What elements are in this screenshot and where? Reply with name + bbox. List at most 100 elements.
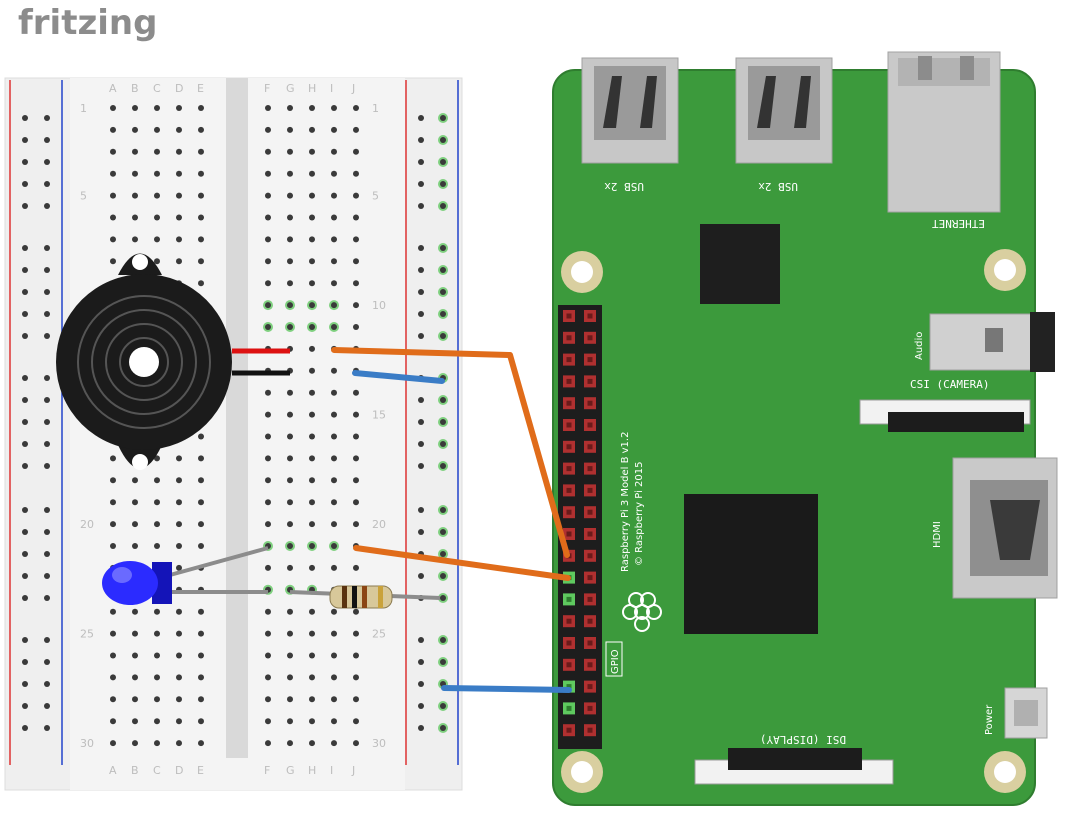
breadboard-hole xyxy=(198,214,204,221)
breadboard-hole xyxy=(287,236,293,243)
breadboard-hole xyxy=(198,740,204,747)
breadboard-hole xyxy=(265,105,271,111)
breadboard-hole xyxy=(287,499,293,506)
breadboard-hole xyxy=(287,258,293,265)
gpio-pin-center xyxy=(587,509,593,515)
breadboard-hole xyxy=(353,499,359,506)
breadboard-hole xyxy=(353,236,359,243)
hdmi-label: HDMI xyxy=(932,521,943,548)
breadboard-hole xyxy=(198,258,204,265)
breadboard-hole xyxy=(287,192,293,199)
rail-hole xyxy=(44,137,50,143)
breadboard-hole xyxy=(309,652,315,659)
breadboard-hole xyxy=(132,630,138,637)
breadboard-hole xyxy=(309,499,315,506)
breadboard-hole xyxy=(132,105,138,111)
breadboard-hole xyxy=(265,302,271,309)
rail-hole xyxy=(22,507,28,513)
breadboard-hole xyxy=(154,718,160,725)
rail-hole xyxy=(440,463,446,469)
breadboard-hole xyxy=(265,324,271,330)
gpio-pin-center xyxy=(587,575,593,581)
breadboard-hole xyxy=(309,324,315,330)
rail-hole xyxy=(44,507,50,513)
gpio-pin-center xyxy=(566,444,572,450)
rail-hole xyxy=(22,181,28,187)
breadboard-hole xyxy=(309,302,315,309)
breadboard-hole xyxy=(353,170,359,177)
rail-hole xyxy=(22,115,28,121)
breadboard-hole xyxy=(331,499,337,506)
breadboard-hole xyxy=(176,258,182,265)
breadboard-hole xyxy=(176,521,182,528)
soc-chip xyxy=(684,494,818,634)
breadboard-hole xyxy=(331,543,337,549)
column-label: H xyxy=(308,82,316,95)
rail-hole xyxy=(440,397,446,403)
breadboard-hole xyxy=(309,280,315,287)
breadboard-hole xyxy=(287,455,293,462)
breadboard-hole xyxy=(176,499,182,506)
breadboard-hole xyxy=(309,477,315,484)
mounting-hole-tl xyxy=(561,251,603,293)
gpio-pin-center xyxy=(587,596,593,602)
breadboard-hole xyxy=(309,236,315,243)
rail-hole xyxy=(440,333,446,339)
breadboard-hole xyxy=(331,389,337,396)
row-number: 20 xyxy=(80,518,94,531)
breadboard-hole xyxy=(132,740,138,747)
breadboard-hole xyxy=(198,477,204,484)
column-label: D xyxy=(175,764,183,777)
breadboard-hole xyxy=(287,696,293,703)
rail-hole xyxy=(22,637,28,643)
breadboard-hole xyxy=(265,718,271,725)
rail-hole xyxy=(22,245,28,251)
rail-hole xyxy=(440,245,446,251)
breadboard-hole xyxy=(353,411,359,418)
breadboard-hole xyxy=(309,608,315,615)
rail-hole xyxy=(418,137,424,143)
gpio-pin-center xyxy=(566,596,572,602)
column-label: G xyxy=(286,82,295,95)
breadboard-hole xyxy=(331,630,337,637)
rail-hole xyxy=(418,397,424,403)
breadboard-hole xyxy=(154,236,160,243)
breadboard-hole xyxy=(154,192,160,199)
breadboard-hole xyxy=(110,674,116,681)
breadboard-hole xyxy=(353,280,359,287)
breadboard-hole xyxy=(198,455,204,462)
breadboard-hole xyxy=(287,302,293,309)
breadboard-hole xyxy=(154,543,160,549)
breadboard-hole xyxy=(110,630,116,637)
breadboard-hole xyxy=(353,389,359,396)
breadboard-hole xyxy=(331,411,337,418)
rail-hole xyxy=(22,397,28,403)
gpio-pin-center xyxy=(566,727,572,733)
led-lead-anode xyxy=(169,546,269,577)
rail-hole xyxy=(44,681,50,687)
breadboard-hole xyxy=(176,126,182,133)
column-label: C xyxy=(153,764,161,777)
rail-hole xyxy=(44,289,50,295)
breadboard-hole xyxy=(331,126,337,133)
gpio-pin-center xyxy=(566,531,572,537)
breadboard-hole xyxy=(353,192,359,199)
breadboard-hole xyxy=(331,258,337,265)
gpio-pin-center xyxy=(587,487,593,493)
breadboard-hole xyxy=(287,411,293,418)
breadboard-hole xyxy=(353,302,359,309)
breadboard-hole xyxy=(287,608,293,615)
row-number: 15 xyxy=(372,409,386,422)
breadboard-hole xyxy=(154,148,160,155)
breadboard-hole xyxy=(176,477,182,484)
rail-hole xyxy=(22,375,28,381)
breadboard-hole xyxy=(287,324,293,330)
gpio-pin-center xyxy=(587,313,593,319)
raspberry-pi-board: USB 2x USB 2x ETHERNET Audio CSI (CAMERA… xyxy=(552,51,1058,806)
breadboard-hole xyxy=(110,521,116,528)
breadboard-hole xyxy=(132,214,138,221)
dsi-connector xyxy=(694,748,894,785)
breadboard-hole xyxy=(353,148,359,155)
breadboard-hole xyxy=(309,105,315,111)
breadboard-hole xyxy=(132,608,138,615)
